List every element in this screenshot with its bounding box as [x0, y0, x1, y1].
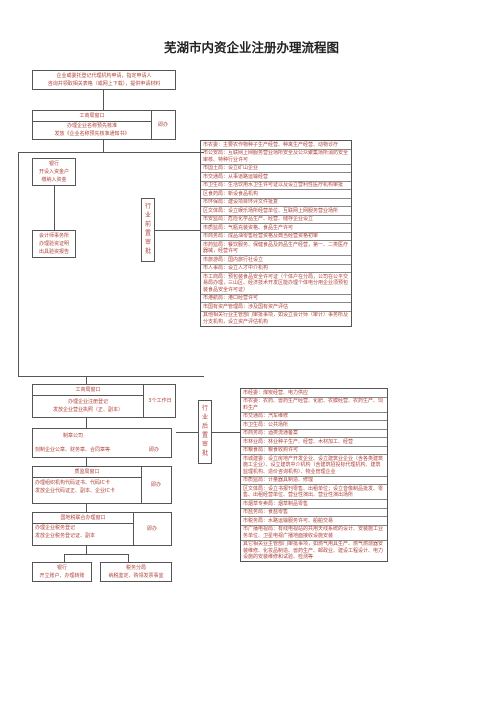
tax-office-text: 税务分局 纳税鉴定、购领发票事宜 — [108, 565, 164, 579]
post-approval-label: 行业后置审批 — [201, 405, 208, 457]
name-approval-title: 工商局窗口 — [79, 113, 105, 119]
bank-text: 银行 开设入资金户 缴纳入资金 — [38, 161, 69, 183]
approval-item: 区文体局：设立娱乐场所经营单位、互联网上网服务营业场所 — [201, 207, 351, 216]
connector — [86, 418, 87, 428]
connector — [18, 152, 19, 376]
connector — [103, 140, 104, 152]
seal-body: 刻制企业公章、财务章、合同章等 — [35, 447, 111, 453]
bank-box: 银行 开设入资金户 缴纳入资金 — [32, 158, 76, 186]
approval-item: 市商务局：酒类流通备案 — [241, 430, 387, 438]
connector — [155, 230, 200, 231]
divider — [141, 467, 142, 503]
application-text: 企业或委托登记代理机构申请，指定申请人 咨询并领取相关表格（或网上下载），提供申… — [47, 73, 161, 87]
registration-title: 工商局窗口 — [75, 387, 101, 393]
approval-item: 市商务局：成品油零售经营资格及典当经营资格初审 — [201, 233, 351, 241]
approval-item: 市环保局：建设项目环评文件批复 — [201, 199, 351, 207]
approval-item: 区文体局：设立书报刊零售、出租单位；设立音像制品批发、零售、出租经营单位、营业性… — [241, 485, 387, 500]
approval-item: 市人事局：设立人才中介机构 — [201, 265, 351, 273]
connector — [18, 152, 204, 153]
tax-side: 即办 — [146, 526, 157, 532]
connector — [86, 504, 87, 512]
connector — [86, 376, 87, 384]
audit-text: 会计师事务所 办理验资证明 出具验资报告 — [38, 233, 69, 255]
pre-approval-label-box — [141, 198, 155, 262]
name-approval-window: 工商局窗口 办理企业名称预先核准 发放《企业名称预先核准通知书》 即办 — [32, 110, 176, 140]
approval-item: 市质监局：气瓶充装资格、食品生产许可 — [201, 224, 351, 233]
connector — [18, 376, 204, 377]
divider — [133, 513, 134, 545]
approval-item: 市城建委：设立房地产开发企业、设立建筑业企业（含各类建筑施工企业）、设立建筑中介… — [241, 455, 387, 477]
seal-company-box: 制章公司 刻制企业公章、财务章、合同章等 即办 — [32, 428, 172, 458]
approval-item: 其他相关行业主管部门审批事项，如设立会计师（审计）事务所及分支机构，设立资产评估… — [203, 312, 349, 325]
approval-item: 市旅游局：国内旅行社设立 — [201, 256, 351, 265]
approval-item: 市公安局：互联网上网服务营业场所安全及公众聚集场所消防安全审核、特种行业许可 — [201, 150, 351, 165]
connector — [128, 554, 129, 562]
connector — [86, 458, 87, 466]
approval-item: 市经委：煤炭经营、电力供应 — [241, 389, 387, 398]
divider — [143, 385, 144, 417]
approval-item: 市税务局：水路运输服务许可、船舶交易 — [241, 517, 387, 526]
audit-box: 会计师事务所 办理验资证明 出具验资报告 — [32, 230, 76, 258]
seal-side: 即办 — [149, 447, 160, 453]
connector — [64, 554, 128, 555]
page-title: 芜湖市内资企业注册办理流程图 — [163, 40, 339, 55]
approval-item: 市农委：农药、兽药生产经营、化肥、农膜经营、农药生产、饲料生产 — [241, 398, 387, 413]
pre-approval-list: 市农委：主要农作物种子生产经营、种禽生产经营、动物诊疗市公安局：互联网上网服务营… — [200, 140, 352, 327]
approval-item: 市安监局：危险化学品生产、经营、储存企业设立 — [201, 216, 351, 224]
approval-item: 市工商局：预包装食品安全许可证（个体户在分局，公司在公平交易局办理，三山区、经济… — [201, 273, 351, 295]
approval-item: 市卫生局：生活饮用水卫生许可证以及设立营利性医疗机构审批 — [201, 182, 351, 190]
pre-approval-label: 行业前置审批 — [144, 203, 151, 255]
connector — [54, 186, 55, 230]
approval-item: 市质监局：计量器具制造、修理 — [241, 477, 387, 485]
tax-body: 办理企业税务登记 发放企业税务登记证、副本 — [35, 525, 96, 539]
quality-bureau-box: 质监局窗口 办理组织机构代码证书、代码IC卡 发放企业代码证正、副本、企业IC卡… — [32, 466, 172, 504]
seal-title: 制章公司 — [63, 433, 84, 439]
divider — [33, 395, 143, 396]
divider — [33, 121, 151, 122]
quality-title: 质监局窗口 — [74, 469, 100, 475]
tax-title: 国地税联合办理窗口 — [60, 515, 106, 521]
divider — [33, 523, 133, 524]
registration-body: 办理企业注册登记 发放企业营业执照（正、副本） — [52, 399, 123, 413]
approval-item: 市国有资产管理局：涉及国有资产评估 — [201, 303, 351, 312]
registration-window: 工商局窗口 办理企业注册登记 发放企业营业执照（正、副本） 3个工作日 — [32, 384, 176, 418]
approval-item: 区食药局：新设食品机构 — [201, 190, 351, 199]
approval-item: 市药监局：餐饮服务、保健食品及药品生产经营，第一、二类医疗器械，经营许可 — [201, 241, 351, 256]
approval-item: 市广播电视局：有线电视站的共用天线系统的设计、安装施工业务单位、卫星电视广播地面… — [241, 526, 387, 541]
divider — [33, 477, 141, 478]
approval-item: 市林业局：林业种子生产、经营、木材加工、经营 — [241, 438, 387, 447]
connector — [86, 546, 87, 554]
post-approval-label-box — [198, 400, 212, 464]
approval-item: 其它相关业主管部门审批事项，如燃气用具生产、燃气燃烧器安装维修、化妆品制造、兽药… — [243, 541, 384, 560]
name-approval-body: 办理企业名称预先核准 发放《企业名称预先核准通知书》 — [54, 123, 130, 137]
bank-account-text: 银行 开立账户、办理转账 — [39, 565, 85, 579]
approval-item: 市烟草专卖局：烟草制品零售 — [241, 500, 387, 509]
bank-account-box: 银行 开立账户、办理转账 — [32, 562, 92, 582]
quality-side: 即办 — [150, 482, 161, 488]
application-step: 企业或委托登记代理机构申请，指定申请人 咨询并领取相关表格（或网上下载），提供申… — [32, 70, 176, 90]
tax-office-box: 税务分局 纳税鉴定、购领发票事宜 — [100, 562, 172, 582]
tax-window-box: 国地税联合办理窗口 办理企业税务登记 发放企业税务登记证、副本 即办 — [32, 512, 172, 546]
connector — [103, 90, 104, 110]
pre-approval-rows: 市农委：主要农作物种子生产经营、种禽生产经营、动物诊疗市公安局：互联网上网服务营… — [201, 141, 351, 326]
connector — [176, 432, 198, 433]
approval-item: 市粮食局：粮食收购许可 — [241, 447, 387, 455]
quality-body: 办理组织机构代码证书、代码IC卡 发放企业代码证正、副本、企业IC卡 — [35, 480, 115, 494]
approval-item: 市港航局：港口经营许可 — [201, 295, 351, 303]
divider — [151, 111, 152, 139]
approval-item: 市交通局：从事道路运输经营 — [201, 173, 351, 182]
connector — [64, 554, 65, 562]
approval-item: 市国土局：设立矿山企业 — [201, 165, 351, 173]
name-approval-side: 即办 — [157, 122, 168, 128]
approval-item: 市交通局：汽车维修 — [241, 413, 387, 421]
post-approval-rows: 市经委：煤炭经营、电力供应市农委：农药、兽药生产经营、化肥、农膜经营、农药生产、… — [241, 389, 387, 561]
approval-item: 市农委：主要农作物种子生产经营、种禽生产经营、动物诊疗 — [201, 141, 351, 150]
registration-side: 3个工作日 — [148, 398, 172, 404]
connector — [212, 432, 240, 433]
approval-item: 市卫生局：公共场所 — [241, 421, 387, 430]
post-approval-list: 市经委：煤炭经营、电力供应市农委：农药、兽药生产经营、化肥、农膜经营、农药生产、… — [240, 388, 388, 562]
approval-item: 市盐务局：食盐零售 — [241, 509, 387, 517]
